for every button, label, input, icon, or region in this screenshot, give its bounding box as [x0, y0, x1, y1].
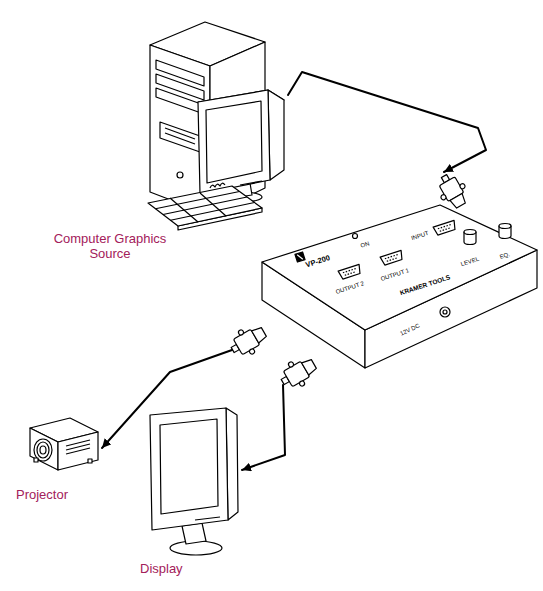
computer-source: Computer Graphics Source: [40, 8, 288, 266]
kramer-logo: [295, 252, 305, 262]
keyboard-part: [171, 203, 255, 221]
projector: [30, 418, 98, 470]
projector-part: [66, 448, 90, 454]
display-monitor-part: [160, 419, 218, 514]
signal-cable: [288, 72, 486, 172]
computer-tower-part: [165, 133, 195, 144]
output-plug-part: [288, 361, 295, 368]
dc-jack: [440, 307, 450, 317]
panel-label: ON: [360, 240, 371, 249]
keyboard: [148, 183, 262, 230]
node-label: Projector: [16, 488, 68, 503]
panel-label: INPUT: [410, 230, 429, 242]
output-port-part: [338, 264, 362, 279]
node-label: Display: [140, 562, 183, 577]
level-knob: [464, 230, 476, 245]
display-monitor-part: [150, 408, 228, 530]
computer-monitor-part: [268, 90, 284, 180]
output-port-part: [387, 258, 398, 262]
output-port-part: [380, 250, 404, 265]
keyboard-part: [170, 198, 198, 222]
display-monitor: [150, 408, 238, 555]
dc-jack-part: [440, 307, 450, 317]
output-port-part: [345, 272, 356, 276]
computer-monitor-part: [198, 90, 270, 194]
output-port: [338, 264, 362, 279]
input-plug-part: [450, 193, 467, 209]
computer-tower-part: [160, 122, 200, 152]
panel-label: EQ.: [499, 251, 511, 261]
panel-label: OUTPUT 2: [335, 280, 365, 296]
keyboard-part: [210, 183, 225, 188]
output-plug-part: [238, 329, 245, 336]
output-plug-part: [302, 358, 318, 375]
node-label: VP-200: [305, 254, 331, 270]
output-plug-part: [299, 380, 306, 387]
node-label: Computer Graphics Source: [40, 232, 180, 262]
input-port: [433, 220, 457, 235]
projector-part: [37, 442, 49, 458]
computer-tower-part: [165, 128, 195, 139]
keyboard-part: [148, 186, 262, 226]
output-plug-part: [252, 326, 268, 343]
input-port-part: [433, 220, 457, 235]
computer-tower-part: [156, 88, 204, 114]
projector-part: [40, 446, 46, 454]
projector-part: [58, 432, 98, 470]
input-plug-part: [459, 183, 466, 190]
node-sublabel: KRAMER TOOLS: [399, 273, 451, 296]
projector-part: [34, 458, 38, 462]
panel-label: 12V DC: [399, 322, 421, 337]
signal-cable: [242, 385, 285, 470]
eq-knob-part: [499, 224, 511, 229]
input-port-part: [440, 228, 451, 232]
output-plug-part: [249, 348, 256, 355]
output-port: [380, 250, 404, 265]
amplifier-housing-part: [262, 205, 537, 330]
panel-label: LEVEL: [460, 256, 480, 268]
kramer-logo-part: [295, 252, 305, 262]
projector-part: [34, 439, 52, 461]
projector-device: Projector: [8, 408, 102, 508]
computer-monitor-part: [240, 181, 262, 185]
output-plug: [226, 320, 271, 361]
keyboard-part: [200, 193, 226, 216]
display-device: Display: [136, 405, 242, 585]
amplifier-housing: [262, 205, 537, 368]
computer-tower-part: [177, 172, 183, 178]
keyboard-part: [156, 192, 240, 209]
eq-knob: [499, 224, 511, 239]
computer-monitor: [198, 90, 284, 202]
projector-part: [30, 428, 58, 470]
dc-jack-part: [443, 310, 447, 314]
display-monitor-part: [195, 517, 220, 520]
input-plug: [432, 169, 472, 212]
computer-monitor-part: [206, 101, 262, 183]
signal-cable: [102, 350, 232, 448]
input-plug-part: [440, 194, 447, 201]
power-led: [353, 234, 358, 239]
level-knob-part: [464, 230, 476, 235]
panel-label: OUTPUT 1: [380, 267, 410, 283]
keyboard-part: [163, 197, 247, 215]
kramer-logo-part: [297, 254, 303, 261]
projector-part: [88, 459, 92, 463]
